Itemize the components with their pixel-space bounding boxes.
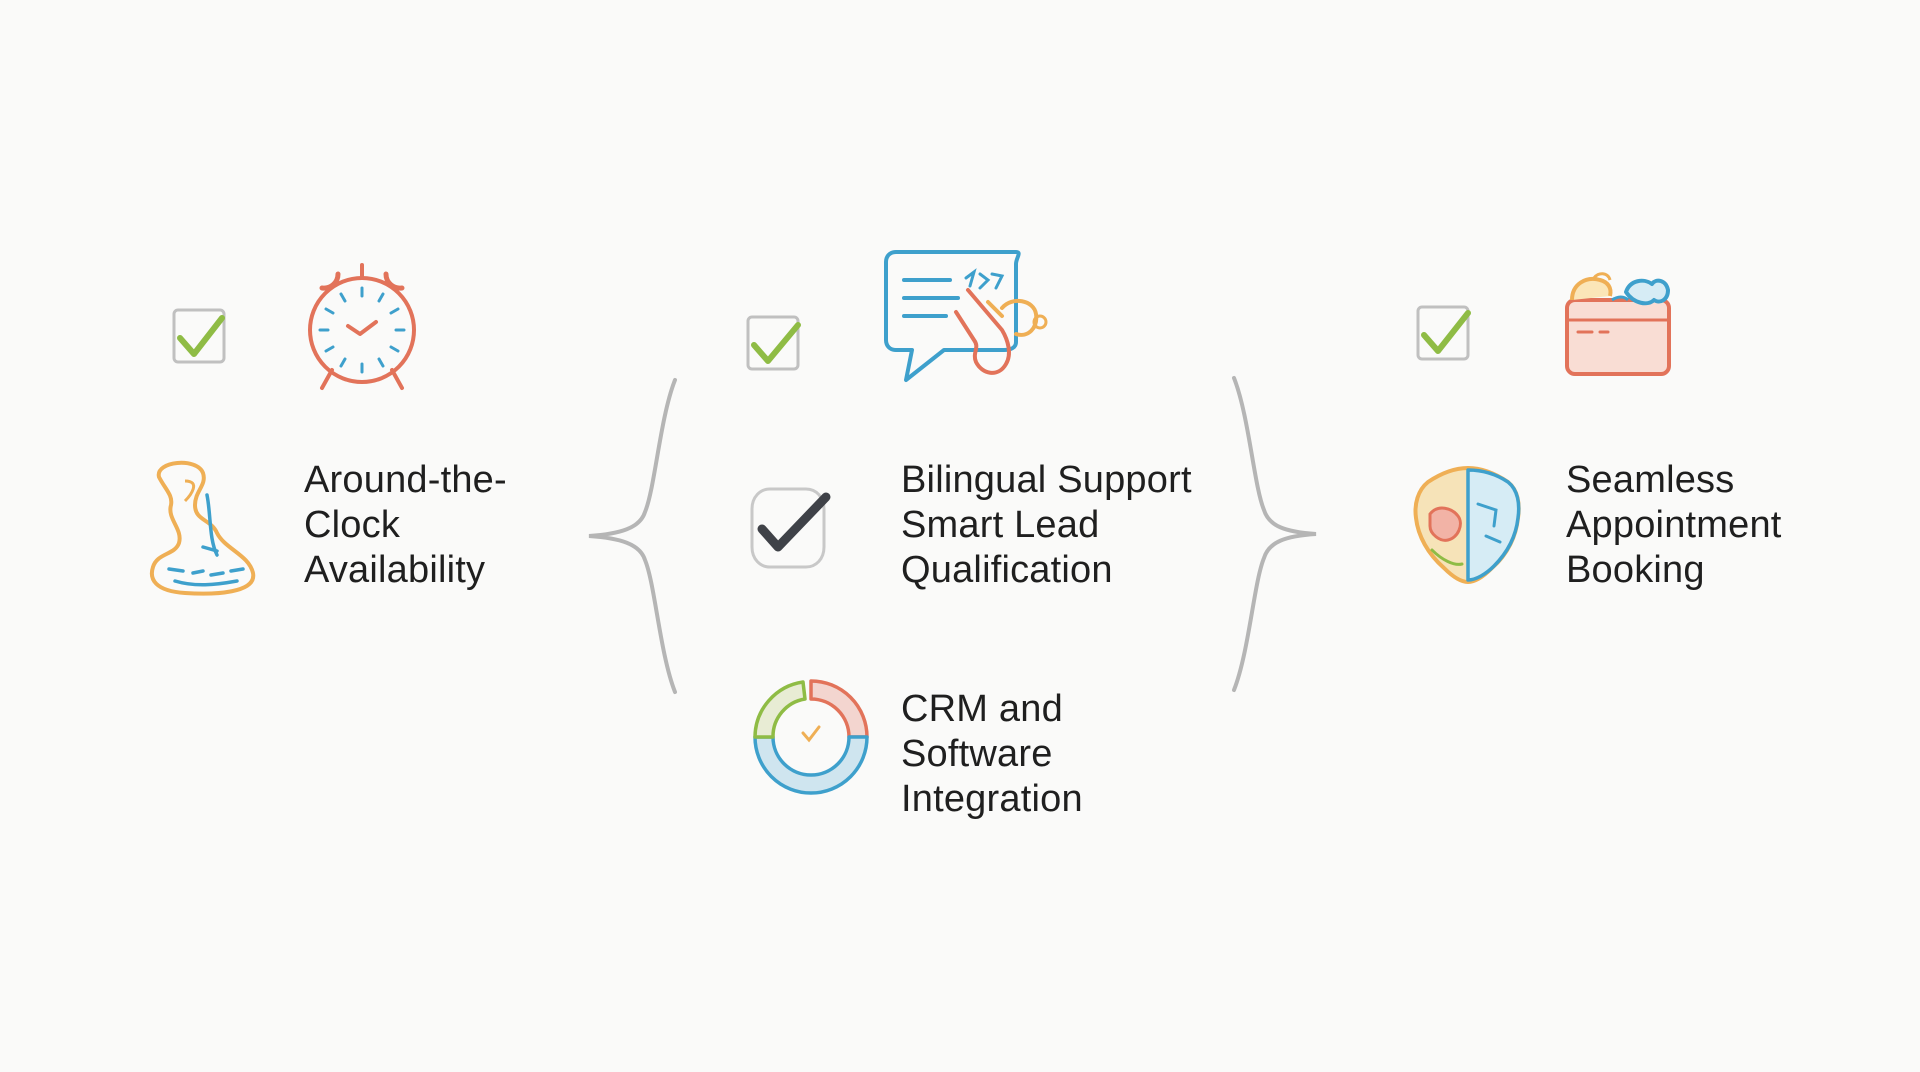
right-brace <box>1232 376 1317 692</box>
alarm-clock-icon <box>308 263 416 390</box>
feature-label-availability: Around-the- Clock Availability <box>304 459 507 591</box>
donut-chart-icon <box>753 679 869 795</box>
chat-bubble-hand-icon <box>884 250 1048 382</box>
check-circle-icon <box>750 487 831 569</box>
flowing-shape-icon <box>149 460 256 596</box>
shield-map-icon <box>1413 466 1521 584</box>
checkbox-icon-right <box>1416 305 1471 361</box>
wallet-icon <box>1565 272 1671 376</box>
left-brace <box>588 378 677 694</box>
checkbox-icon-left <box>172 308 226 364</box>
feature-label-bilingual: Bilingual Support Smart Lead Qualificati… <box>901 459 1192 591</box>
feature-label-crm: CRM and Software Integration <box>901 688 1083 820</box>
feature-label-booking: Seamless Appointment Booking <box>1566 459 1782 591</box>
checkbox-icon-middle <box>746 315 801 371</box>
